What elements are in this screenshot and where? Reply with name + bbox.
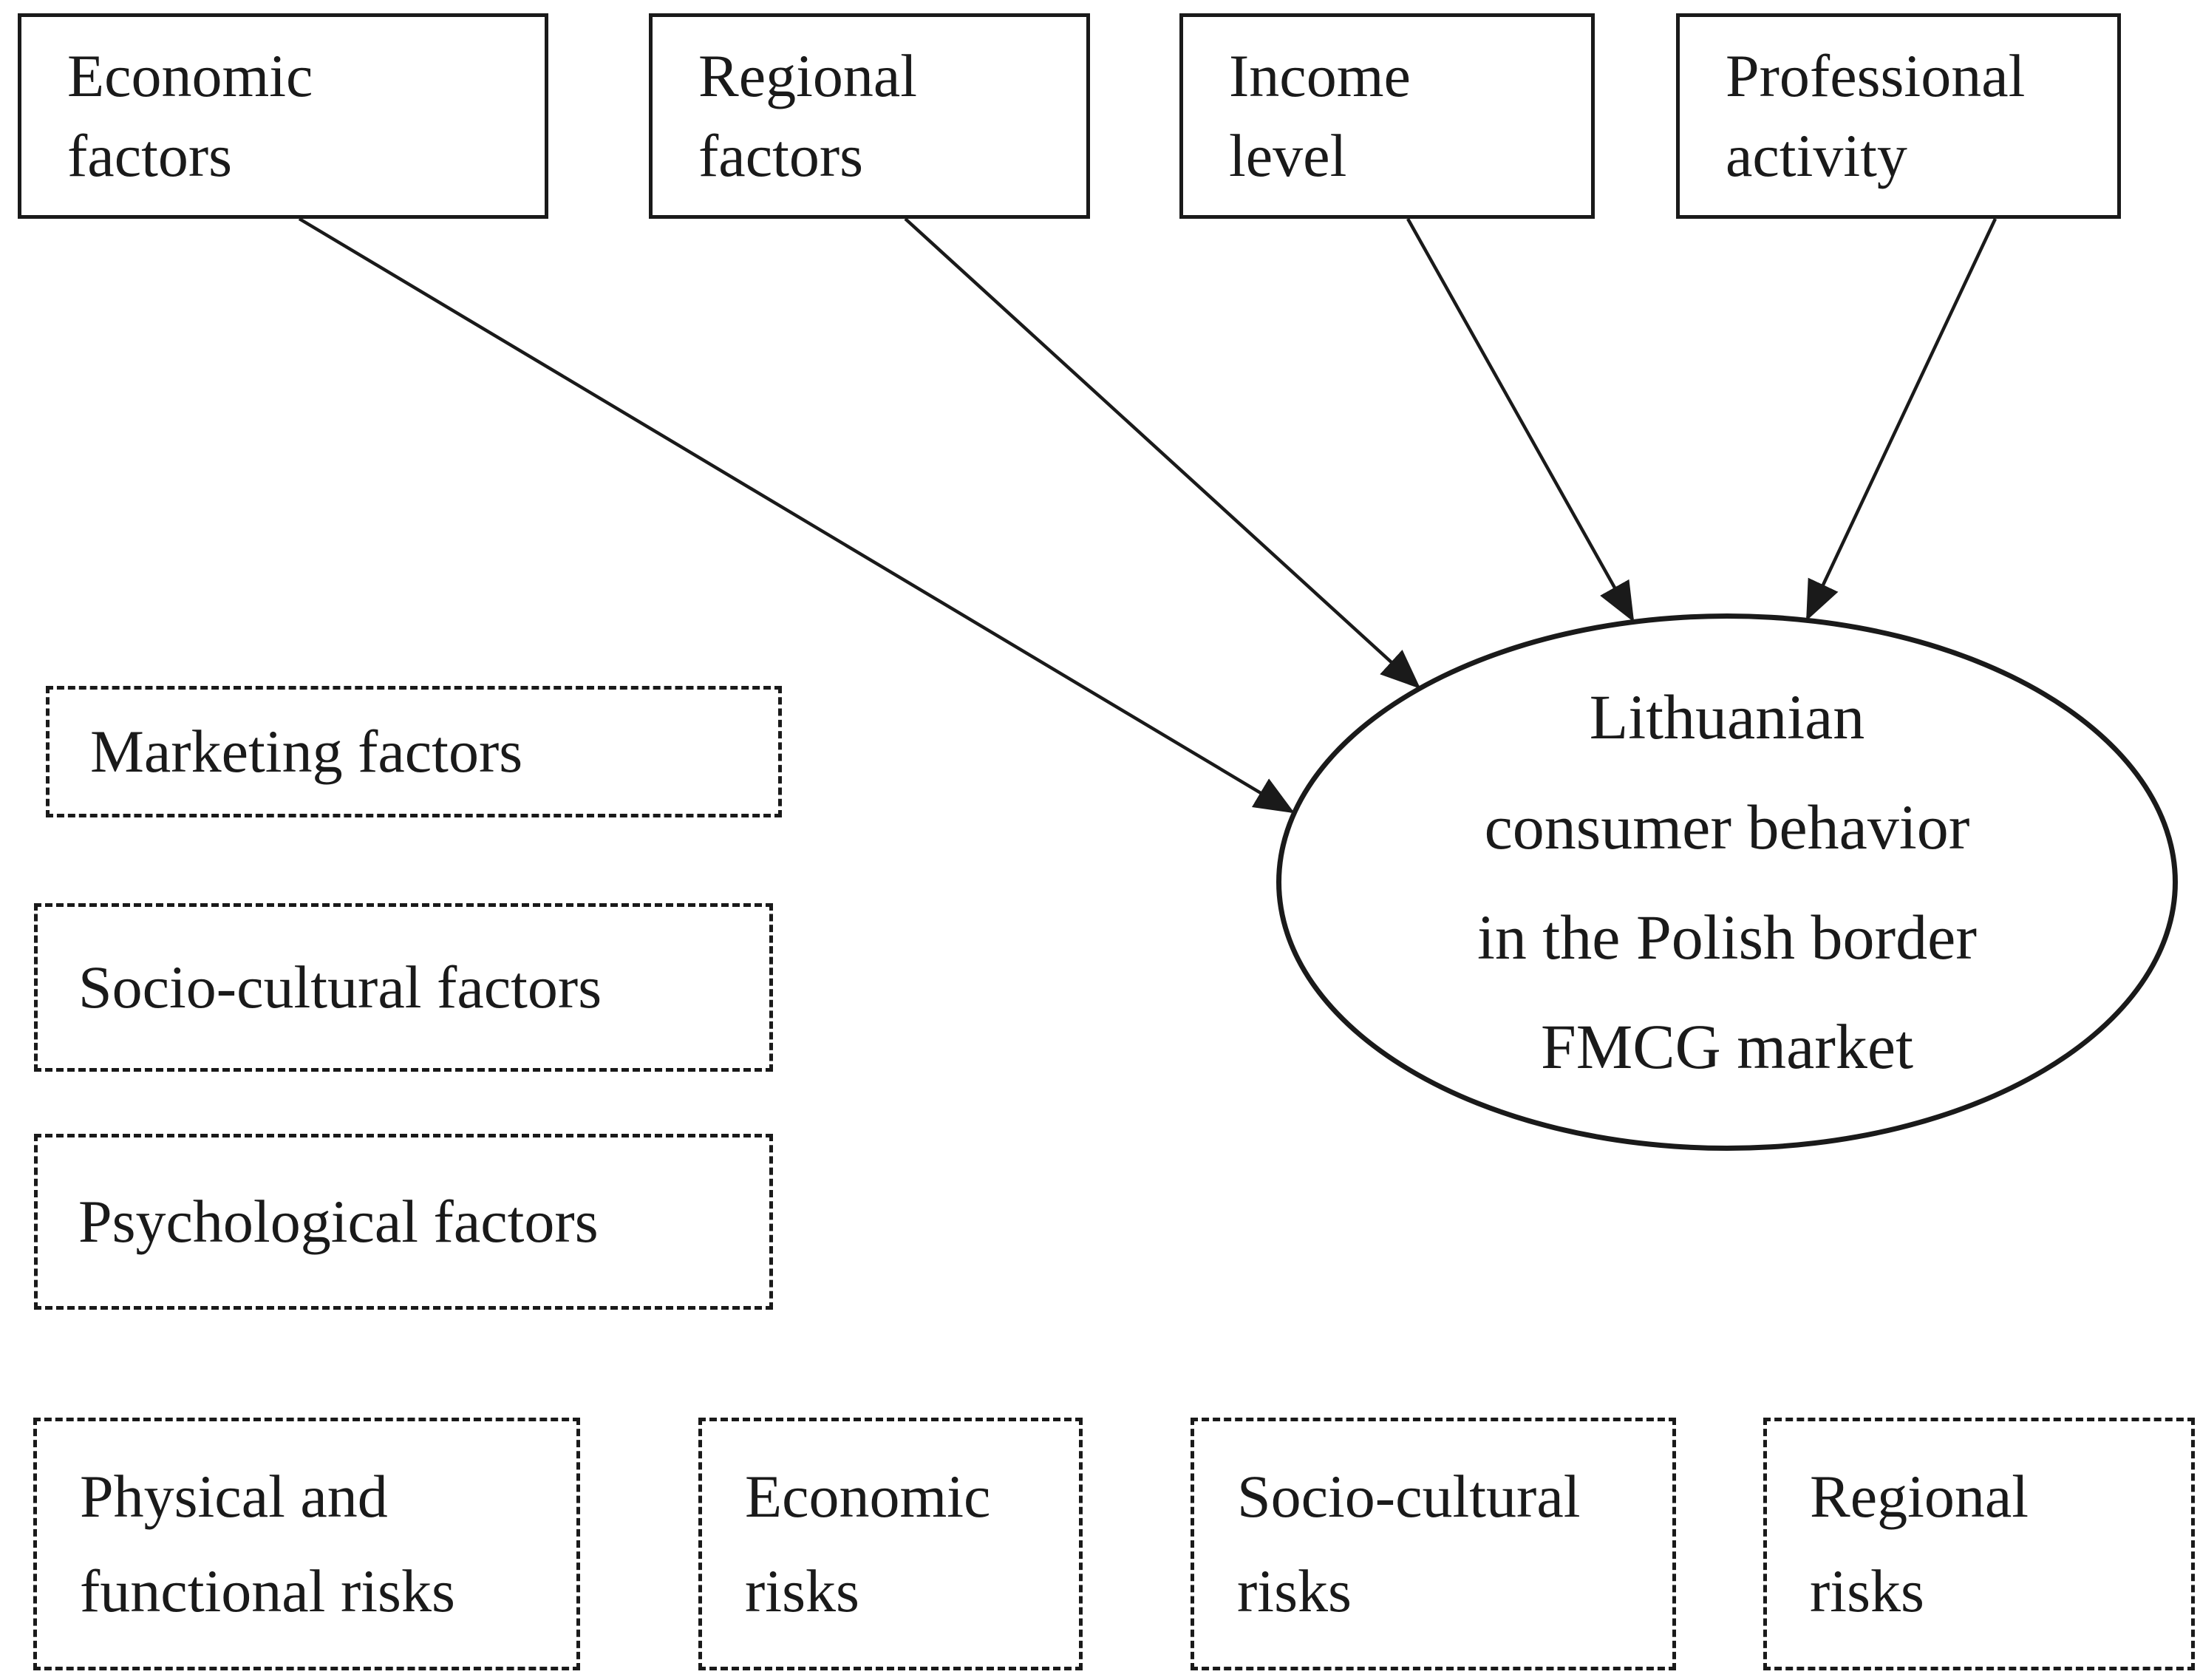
ellipse-label-line: FMCG market bbox=[1540, 1011, 1914, 1083]
box-label-line: Marketing factors bbox=[90, 717, 523, 785]
box-label-line: functional risks bbox=[80, 1557, 455, 1625]
box-label-line: Socio-cultural bbox=[1237, 1463, 1581, 1531]
box-label-line: Psychological factors bbox=[78, 1187, 599, 1255]
box-label-line: risks bbox=[1810, 1557, 1924, 1625]
box-label-line: activity bbox=[1726, 122, 1907, 189]
arrow-income-level-to-ellipse bbox=[1406, 217, 1635, 622]
box-label-line: factors bbox=[67, 122, 233, 189]
box-label-line: Regional bbox=[1810, 1463, 2029, 1531]
arrow-regional-factors-to-ellipse bbox=[904, 217, 1421, 690]
box-label-line: risks bbox=[745, 1557, 859, 1625]
ellipse-label-line: consumer behavior bbox=[1484, 791, 1970, 863]
regional-risks-box: Regional risks bbox=[1763, 1418, 2195, 1670]
consumer-behavior-ellipse: Lithuanian consumer behavior in the Poli… bbox=[1276, 613, 2178, 1151]
box-label-line: risks bbox=[1237, 1557, 1352, 1625]
psychological-factors-box: Psychological factors bbox=[34, 1134, 773, 1310]
regional-factors-box: Regional factors bbox=[649, 13, 1090, 219]
box-label-line: Economic bbox=[745, 1463, 991, 1531]
box-label-line: Socio-cultural factors bbox=[78, 953, 602, 1021]
professional-activity-box: Professional activity bbox=[1676, 13, 2121, 219]
socio-cultural-factors-box: Socio-cultural factors bbox=[34, 903, 773, 1072]
box-label-line: Professional bbox=[1726, 41, 2026, 109]
box-label-line: factors bbox=[698, 122, 864, 189]
marketing-factors-box: Marketing factors bbox=[46, 686, 782, 817]
ellipse-label-line: Lithuanian bbox=[1589, 681, 1865, 752]
physical-functional-risks-box: Physical and functional risks bbox=[33, 1418, 580, 1670]
income-level-box: Income level bbox=[1179, 13, 1595, 219]
box-label-line: Physical and bbox=[80, 1463, 388, 1531]
socio-cultural-risks-box: Socio-cultural risks bbox=[1191, 1418, 1676, 1670]
economic-factors-box: Economic factors bbox=[18, 13, 548, 219]
box-label-line: level bbox=[1229, 122, 1347, 189]
ellipse-label-line: in the Polish border bbox=[1477, 901, 1977, 973]
box-label-line: Economic bbox=[67, 41, 313, 109]
arrow-professional-activity-to-ellipse bbox=[1805, 218, 1998, 622]
box-label-line: Income bbox=[1229, 41, 1411, 109]
economic-risks-box: Economic risks bbox=[698, 1418, 1083, 1670]
box-label-line: Regional bbox=[698, 41, 918, 109]
